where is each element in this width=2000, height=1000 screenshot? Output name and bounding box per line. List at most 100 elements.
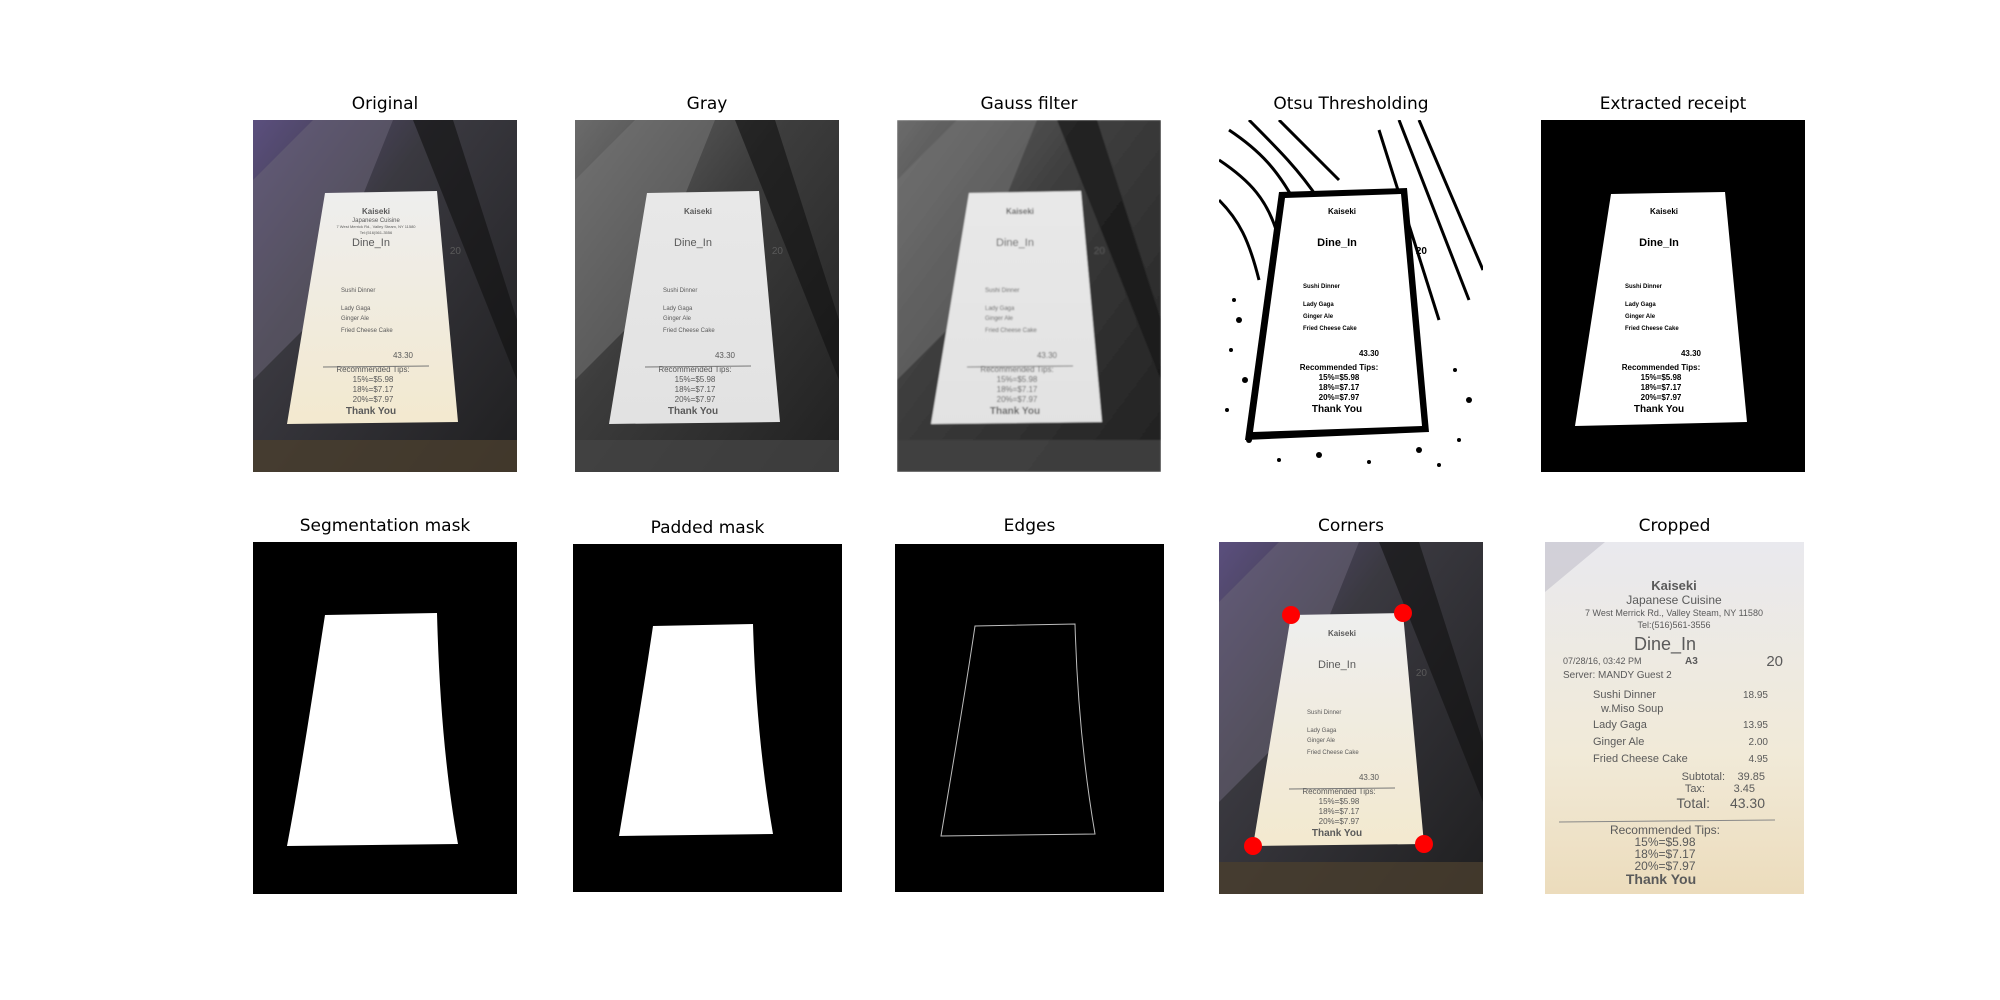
original-image: Kaiseki Japanese Cuisine 7 West Merrick … bbox=[253, 120, 517, 472]
svg-text:Ginger Ale: Ginger Ale bbox=[1303, 314, 1334, 320]
svg-text:15%=$5.98: 15%=$5.98 bbox=[997, 375, 1038, 384]
panel-title: Otsu Thresholding bbox=[1219, 94, 1483, 114]
svg-text:Dine_In: Dine_In bbox=[1634, 634, 1696, 655]
svg-text:18%=$7.17: 18%=$7.17 bbox=[353, 385, 394, 394]
svg-text:Japanese Cuisine: Japanese Cuisine bbox=[1626, 593, 1722, 607]
svg-text:43.30: 43.30 bbox=[1037, 351, 1058, 360]
svg-text:Fried Cheese Cake: Fried Cheese Cake bbox=[341, 328, 393, 334]
panel-gauss: Gauss filter Kaiseki Dine_In 20 Sushi Di… bbox=[897, 92, 1161, 472]
otsu-image: Kaiseki Dine_In 20 Sushi Dinner Lady Gag… bbox=[1219, 120, 1483, 472]
svg-text:20%=$7.97: 20%=$7.97 bbox=[353, 395, 394, 404]
padded-mask-image bbox=[573, 544, 842, 892]
svg-text:Dine_In: Dine_In bbox=[674, 237, 712, 249]
svg-text:18%=$7.17: 18%=$7.17 bbox=[1319, 383, 1360, 392]
svg-text:39.85: 39.85 bbox=[1737, 771, 1765, 783]
svg-text:Fried Cheese Cake: Fried Cheese Cake bbox=[985, 328, 1037, 334]
svg-text:Kaiseki: Kaiseki bbox=[1328, 629, 1356, 638]
svg-text:20: 20 bbox=[450, 246, 462, 257]
svg-text:43.30: 43.30 bbox=[393, 351, 414, 360]
svg-text:A3: A3 bbox=[1685, 656, 1698, 667]
svg-text:20: 20 bbox=[1416, 246, 1428, 257]
svg-text:w.Miso Soup: w.Miso Soup bbox=[1600, 703, 1663, 715]
svg-text:43.30: 43.30 bbox=[1681, 349, 1702, 358]
svg-text:Dine_In: Dine_In bbox=[1318, 659, 1356, 671]
svg-text:18%=$7.17: 18%=$7.17 bbox=[1641, 383, 1682, 392]
gray-image: Kaiseki Dine_In 20 Sushi Dinner Lady Gag… bbox=[575, 120, 839, 472]
segmentation-mask-image bbox=[253, 542, 517, 894]
panel-title: Padded mask bbox=[573, 518, 842, 538]
svg-text:Kaiseki: Kaiseki bbox=[1328, 207, 1356, 216]
svg-text:2.00: 2.00 bbox=[1749, 737, 1769, 748]
svg-text:Sushi Dinner: Sushi Dinner bbox=[1625, 284, 1663, 290]
svg-text:Thank You: Thank You bbox=[1312, 828, 1362, 839]
svg-text:Thank You: Thank You bbox=[1626, 871, 1696, 887]
svg-text:15%=$5.98: 15%=$5.98 bbox=[1641, 373, 1682, 382]
svg-text:3.45: 3.45 bbox=[1734, 783, 1755, 795]
svg-text:Fried Cheese Cake: Fried Cheese Cake bbox=[1593, 753, 1688, 765]
svg-text:20%=$7.97: 20%=$7.97 bbox=[997, 395, 1038, 404]
panel-original: Original Kaiseki Japanese Cui bbox=[253, 92, 517, 472]
svg-text:Lady Gaga: Lady Gaga bbox=[985, 306, 1015, 312]
svg-text:Kaiseki: Kaiseki bbox=[362, 207, 390, 216]
svg-text:43.30: 43.30 bbox=[715, 351, 736, 360]
svg-text:20%=$7.97: 20%=$7.97 bbox=[675, 395, 716, 404]
svg-text:Server: MANDY Guest 2: Server: MANDY Guest 2 bbox=[1563, 670, 1672, 681]
svg-text:Total:: Total: bbox=[1677, 795, 1710, 811]
panel-extracted: Extracted receipt Kaiseki Dine_In 20 Sus… bbox=[1541, 92, 1805, 472]
svg-text:20%=$7.97: 20%=$7.97 bbox=[1319, 817, 1360, 826]
svg-text:18%=$7.17: 18%=$7.17 bbox=[675, 385, 716, 394]
corner-marker-top-left bbox=[1282, 606, 1300, 624]
svg-text:43.30: 43.30 bbox=[1359, 349, 1380, 358]
svg-text:4.95: 4.95 bbox=[1749, 754, 1769, 765]
svg-text:Thank You: Thank You bbox=[1634, 404, 1684, 415]
svg-text:Lady Gaga: Lady Gaga bbox=[341, 306, 371, 312]
svg-text:07/28/16, 03:42 PM: 07/28/16, 03:42 PM bbox=[1563, 656, 1642, 666]
svg-text:Sushi Dinner: Sushi Dinner bbox=[1593, 689, 1656, 701]
svg-text:Tel:(516)561-3556: Tel:(516)561-3556 bbox=[1637, 620, 1710, 630]
panel-title: Original bbox=[253, 94, 517, 114]
svg-text:Kaiseki: Kaiseki bbox=[1650, 207, 1678, 216]
svg-text:20%=$7.97: 20%=$7.97 bbox=[1641, 393, 1682, 402]
svg-text:Sushi Dinner: Sushi Dinner bbox=[985, 288, 1019, 294]
panel-title: Cropped bbox=[1545, 516, 1804, 536]
panel-title: Edges bbox=[895, 516, 1164, 536]
svg-text:20: 20 bbox=[1094, 246, 1106, 257]
panel-title: Gray bbox=[575, 94, 839, 114]
svg-text:Fried Cheese Cake: Fried Cheese Cake bbox=[1303, 326, 1357, 332]
svg-text:Lady Gaga: Lady Gaga bbox=[1307, 728, 1337, 734]
svg-text:7 West Merrick Rd., Valley Ste: 7 West Merrick Rd., Valley Steam, NY 115… bbox=[1585, 608, 1763, 618]
svg-text:Ginger Ale: Ginger Ale bbox=[1307, 738, 1336, 744]
panel-title: Corners bbox=[1219, 516, 1483, 536]
corner-marker-bottom-right bbox=[1415, 835, 1433, 853]
panel-padded-mask: Padded mask bbox=[573, 516, 842, 894]
panel-segmentation-mask: Segmentation mask bbox=[253, 514, 517, 894]
svg-text:Tel:(516)561-3556: Tel:(516)561-3556 bbox=[360, 230, 393, 235]
svg-text:43.30: 43.30 bbox=[1730, 795, 1765, 811]
svg-text:Ginger Ale: Ginger Ale bbox=[341, 316, 370, 322]
svg-text:Kaiseki: Kaiseki bbox=[1006, 207, 1034, 216]
svg-text:Tax:: Tax: bbox=[1685, 783, 1705, 795]
svg-text:Fried Cheese Cake: Fried Cheese Cake bbox=[1625, 326, 1679, 332]
svg-text:Recommended Tips:: Recommended Tips: bbox=[1300, 363, 1379, 372]
svg-text:Lady Gaga: Lady Gaga bbox=[663, 306, 693, 312]
svg-text:Lady Gaga: Lady Gaga bbox=[1303, 302, 1334, 308]
svg-text:43.30: 43.30 bbox=[1359, 773, 1380, 782]
svg-text:Recommended Tips:: Recommended Tips: bbox=[1622, 363, 1701, 372]
svg-text:20: 20 bbox=[1738, 246, 1750, 257]
svg-text:Sushi Dinner: Sushi Dinner bbox=[663, 288, 697, 294]
svg-text:Ginger Ale: Ginger Ale bbox=[985, 316, 1014, 322]
gauss-image: Kaiseki Dine_In 20 Sushi Dinner Lady Gag… bbox=[897, 120, 1161, 472]
svg-text:Dine_In: Dine_In bbox=[352, 237, 390, 249]
svg-text:Ginger Ale: Ginger Ale bbox=[663, 316, 692, 322]
svg-text:7 West Merrick Rd., Valley Ste: 7 West Merrick Rd., Valley Steam, NY 115… bbox=[336, 224, 416, 229]
svg-text:Thank You: Thank You bbox=[668, 406, 718, 417]
corner-marker-top-right bbox=[1394, 604, 1412, 622]
svg-text:Fried Cheese Cake: Fried Cheese Cake bbox=[663, 328, 715, 334]
svg-text:18.95: 18.95 bbox=[1743, 690, 1768, 701]
svg-text:Thank You: Thank You bbox=[1312, 404, 1362, 415]
svg-text:Sushi Dinner: Sushi Dinner bbox=[1303, 284, 1341, 290]
svg-text:13.95: 13.95 bbox=[1743, 720, 1768, 731]
svg-text:Fried Cheese Cake: Fried Cheese Cake bbox=[1307, 750, 1359, 756]
edges-image bbox=[895, 544, 1164, 892]
svg-text:Dine_In: Dine_In bbox=[996, 237, 1034, 249]
